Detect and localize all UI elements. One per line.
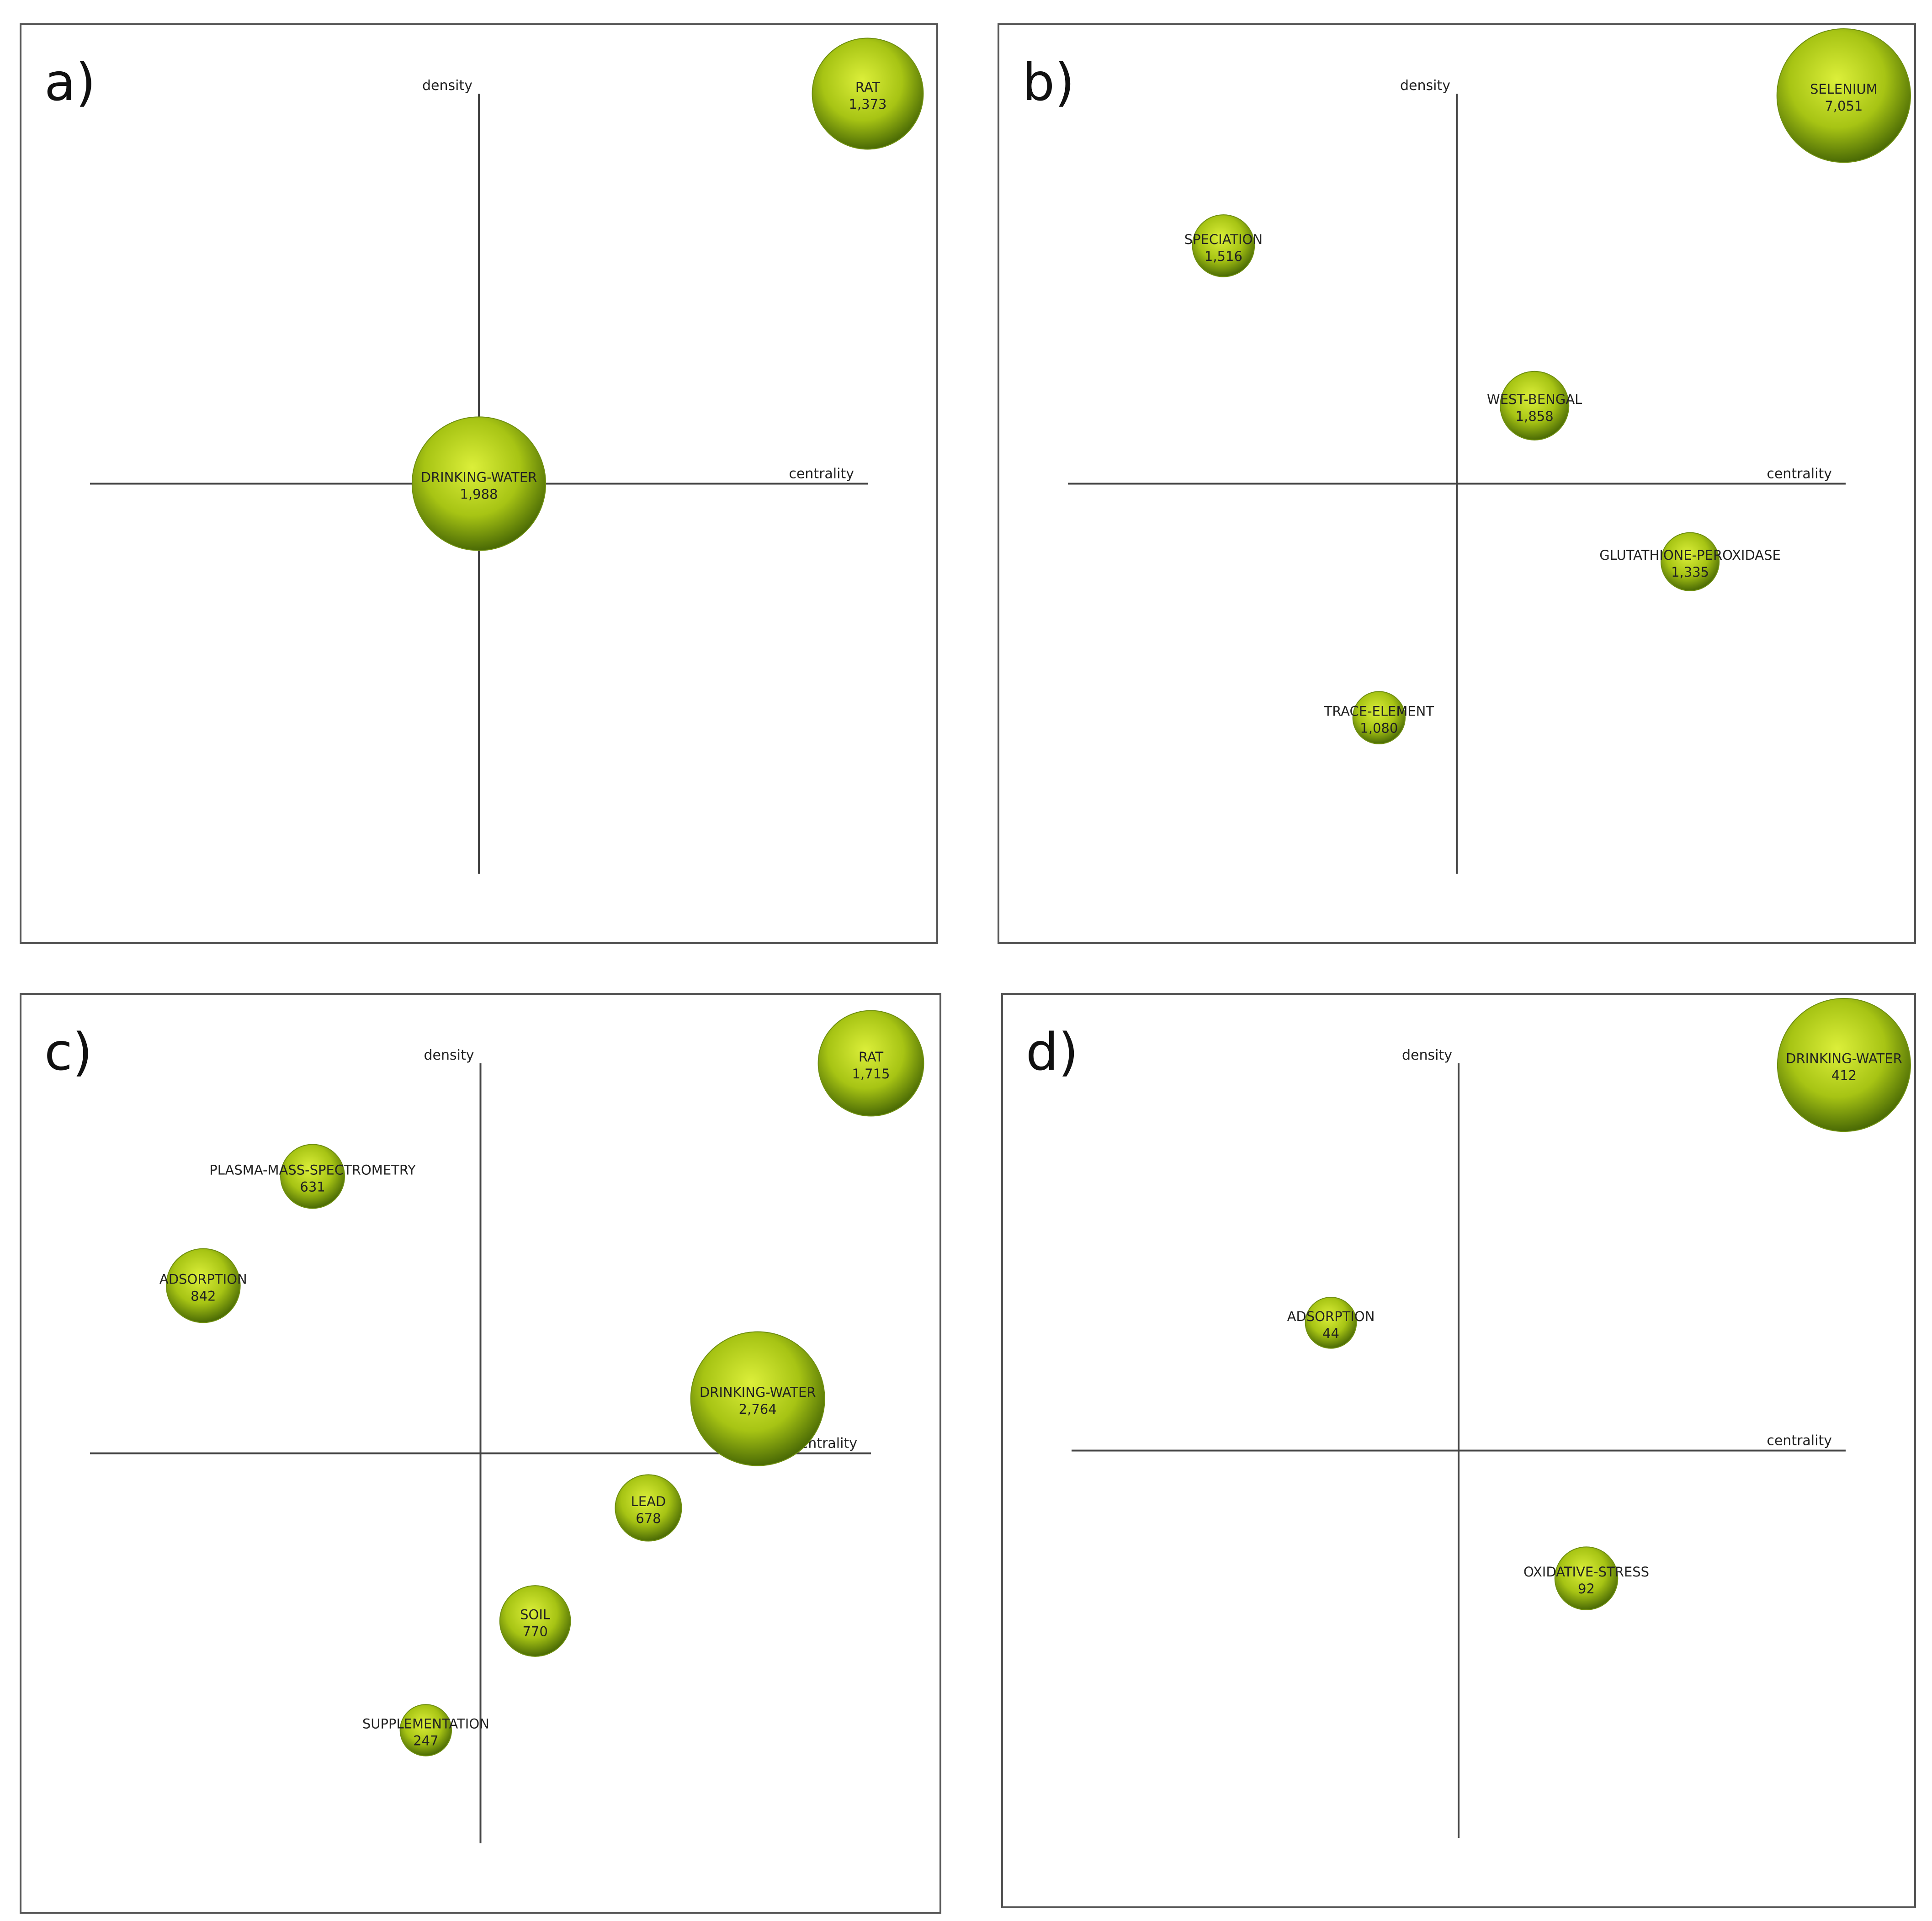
bubble-value: 1,715: [852, 1066, 890, 1082]
bubble-value: 2,764: [739, 1401, 777, 1417]
bubble-lead: LEAD 678: [615, 1474, 682, 1542]
bubble-label: SELENIUM: [1810, 81, 1878, 97]
bubble-circle: [1554, 1546, 1619, 1610]
density-axis-label: density: [424, 1047, 474, 1063]
panel-label: b): [1022, 53, 1075, 112]
bubble-label: ADSORPTION: [1287, 1309, 1375, 1324]
bubble-label: WEST-BENGAL: [1487, 392, 1582, 407]
bubble-circle: [812, 37, 924, 150]
bubble-label: GLUTATHIONE-PEROXIDASE: [1599, 547, 1781, 563]
density-axis-label: density: [422, 78, 472, 94]
bubble-circle: [1305, 1296, 1357, 1349]
bubble-label: ADSORPTION: [159, 1271, 247, 1287]
bubble-circle: [1352, 691, 1406, 744]
bubble-circle: [1777, 998, 1911, 1132]
bubble-label: LEAD: [631, 1494, 666, 1509]
bubble-label: OXIDATIVE-STRESS: [1523, 1564, 1649, 1580]
bubble-supplementation: SUPPLEMENTATION 247: [362, 1704, 489, 1756]
bubble-value: 1,858: [1516, 409, 1554, 424]
centrality-axis-label: centrality: [1767, 1433, 1832, 1449]
bubble-label: TRACE-ELEMENT: [1323, 704, 1434, 719]
bubble-value: 842: [191, 1288, 216, 1304]
bubble-label: RAT: [859, 1049, 884, 1065]
bubble-circle: [280, 1144, 345, 1209]
bubble-circle: [165, 1248, 241, 1323]
bubble-value: 44: [1322, 1326, 1339, 1341]
centrality-axis-label: centrality: [1767, 466, 1832, 482]
bubble-west-bengal: WEST-BENGAL 1,858: [1487, 371, 1582, 440]
bubble-circle: [615, 1474, 682, 1542]
bubble-label: RAT: [855, 80, 881, 95]
strategic-diagram-d: density centrality DRINKING-WATER412OXIDAT…: [1072, 998, 1911, 1838]
bubble-label: SOIL: [520, 1607, 550, 1623]
strategic-diagram-c: densitycentralityDRINKING-WATER2,764RAT1…: [90, 1010, 924, 1843]
bubble-value: 1,080: [1360, 721, 1398, 736]
bubble-value: 631: [300, 1179, 325, 1195]
bubble-value: 1,516: [1205, 249, 1242, 264]
bubble-value: 412: [1831, 1068, 1857, 1083]
bubble-value: 1,335: [1671, 564, 1709, 580]
panel-a: a) density centrality DRINKING-WATER 1,988 R…: [20, 23, 938, 944]
strategic-diagram-a: density centrality DRINKING-WATER 1,988 RAT1…: [90, 37, 924, 874]
bubble-value: 247: [413, 1733, 438, 1748]
bubble-circle: [1192, 214, 1255, 277]
density-axis-label: density: [1400, 78, 1450, 94]
bubble-label: SPECIATION: [1184, 232, 1263, 247]
bubble-value: 1,373: [849, 96, 886, 112]
bubble-adsorption: ADSORPTION 44: [1287, 1296, 1375, 1349]
bubble-value: 678: [636, 1511, 661, 1526]
bubble-label: DRINKING-WATER: [421, 470, 537, 485]
bubble-value: 1,988: [460, 487, 498, 502]
bubble-label: SUPPLEMENTATION: [362, 1716, 489, 1731]
panel-label: d): [1026, 1023, 1078, 1082]
bubble-circle: [817, 1010, 924, 1117]
bubble-drinking-water: DRINKING-WATER 1,988: [411, 416, 547, 551]
bubble-circle: [1776, 28, 1911, 163]
bubble-circle: [1500, 371, 1570, 440]
bubble-speciation: SPECIATION 1,516: [1184, 214, 1263, 277]
density-axis-label: density: [1402, 1047, 1452, 1063]
centrality-axis-label: centrality: [789, 466, 854, 482]
bubble-label: DRINKING-WATER: [700, 1385, 816, 1400]
bubble-value: 770: [522, 1624, 547, 1640]
bubble-value: 7,051: [1825, 98, 1863, 114]
bubble-label: PLASMA-MASS-SPECTROMETRY: [209, 1162, 416, 1178]
bubble-circle: [411, 416, 547, 551]
bubble-label: DRINKING-WATER: [1786, 1051, 1902, 1067]
bubble-trace-element: TRACE-ELEMENT 1,080: [1323, 691, 1434, 744]
bubble-circle: [499, 1585, 571, 1657]
bubble-circle: [690, 1331, 825, 1466]
panel-label: a): [44, 53, 96, 112]
strategic-diagram-b: density centrality SELENIUM7,051WEST-BENGA…: [1068, 28, 1911, 874]
bubble-circle: [399, 1704, 452, 1756]
panel-label: c): [44, 1023, 93, 1082]
bubble-circle: [1661, 532, 1720, 591]
bubble-value: 92: [1578, 1581, 1595, 1597]
